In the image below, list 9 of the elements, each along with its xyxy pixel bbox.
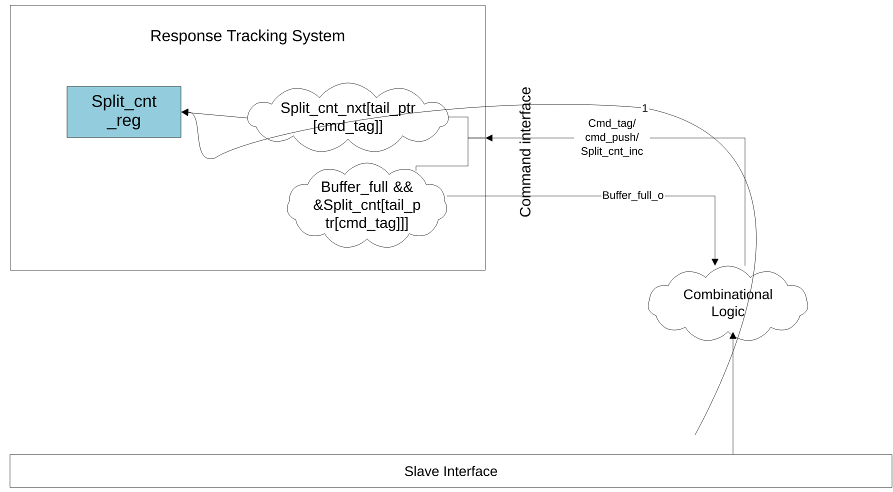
edge-label: Buffer_full_o (601, 190, 665, 202)
interface-label: Command interface (520, 87, 530, 217)
edge-label: 1 (640, 103, 650, 113)
process-box: Split_cnt _reg (66, 86, 182, 138)
connector (416, 138, 486, 171)
connector (181, 104, 756, 436)
edge-label: Cmd_tag/ cmd_push/ Split_cnt_inc (574, 118, 650, 158)
connector (730, 332, 736, 454)
interface-box: Slave Interface (10, 454, 892, 488)
